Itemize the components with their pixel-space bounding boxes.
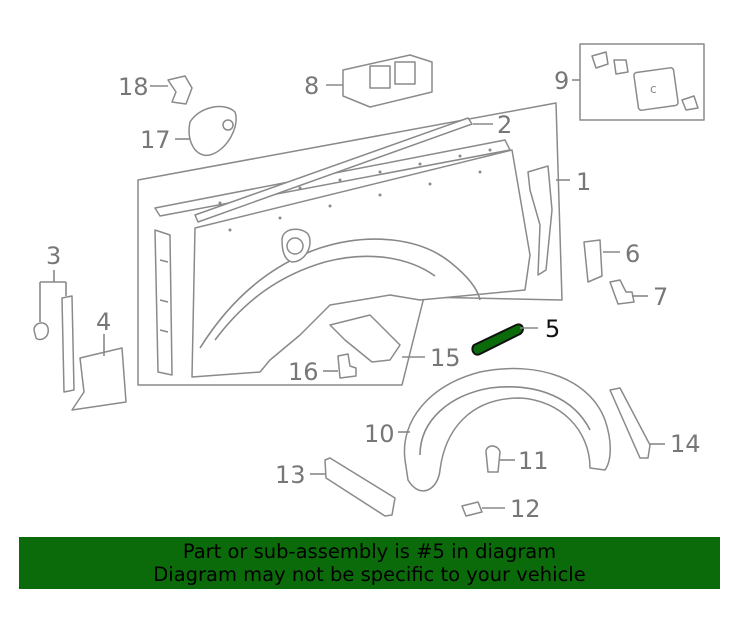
part-7-bolt [609, 279, 635, 305]
part-10-wheel-liner [403, 367, 611, 492]
part-11-clip [485, 445, 501, 473]
callout-4: 4 [96, 308, 111, 336]
callout-13: 13 [275, 461, 306, 489]
part-4-panel [71, 347, 127, 411]
part-14-strip [609, 387, 651, 459]
callout-8: 8 [304, 72, 319, 100]
part-info-banner: Part or sub-assembly is #5 in diagram Di… [19, 537, 720, 589]
callout-1: 1 [576, 168, 591, 196]
banner-line-2: Diagram may not be specific to your vehi… [153, 563, 586, 586]
callout-labels: 1 2 3 4 5 6 7 8 9 10 11 12 13 14 15 16 1… [46, 67, 701, 523]
part-16-bolt [337, 353, 357, 379]
callout-6: 6 [625, 240, 640, 268]
callout-3: 3 [46, 242, 61, 270]
part-18-hinge [167, 75, 193, 105]
callout-18: 18 [118, 73, 149, 101]
part-17-fuel-door [188, 105, 237, 157]
leader-lines [39, 79, 665, 509]
part-6-bracket [583, 239, 603, 283]
part-12-bolt [461, 501, 483, 517]
parts-diagram: c [33, 43, 705, 523]
callout-17: 17 [140, 126, 171, 154]
callout-15: 15 [430, 344, 461, 372]
banner-line-1: Part or sub-assembly is #5 in diagram [182, 540, 557, 563]
callout-10: 10 [364, 420, 395, 448]
part-13-bracket [324, 457, 396, 517]
part-2-rail-strip [194, 117, 473, 223]
callout-5: 5 [545, 315, 560, 343]
part-5-highlighted [471, 323, 524, 356]
callout-9: 9 [554, 67, 569, 95]
svg-text:c: c [650, 82, 657, 96]
part-3-clip-and-strip [33, 295, 75, 393]
callout-14: 14 [670, 430, 701, 458]
callout-16: 16 [288, 358, 319, 386]
callout-7: 7 [653, 283, 668, 311]
part-9-kit: c [579, 43, 705, 121]
callout-2: 2 [497, 111, 512, 139]
callout-11: 11 [518, 447, 549, 475]
callout-12: 12 [510, 495, 541, 523]
part-15-bracket [329, 314, 401, 363]
part-8-vent [342, 54, 433, 108]
